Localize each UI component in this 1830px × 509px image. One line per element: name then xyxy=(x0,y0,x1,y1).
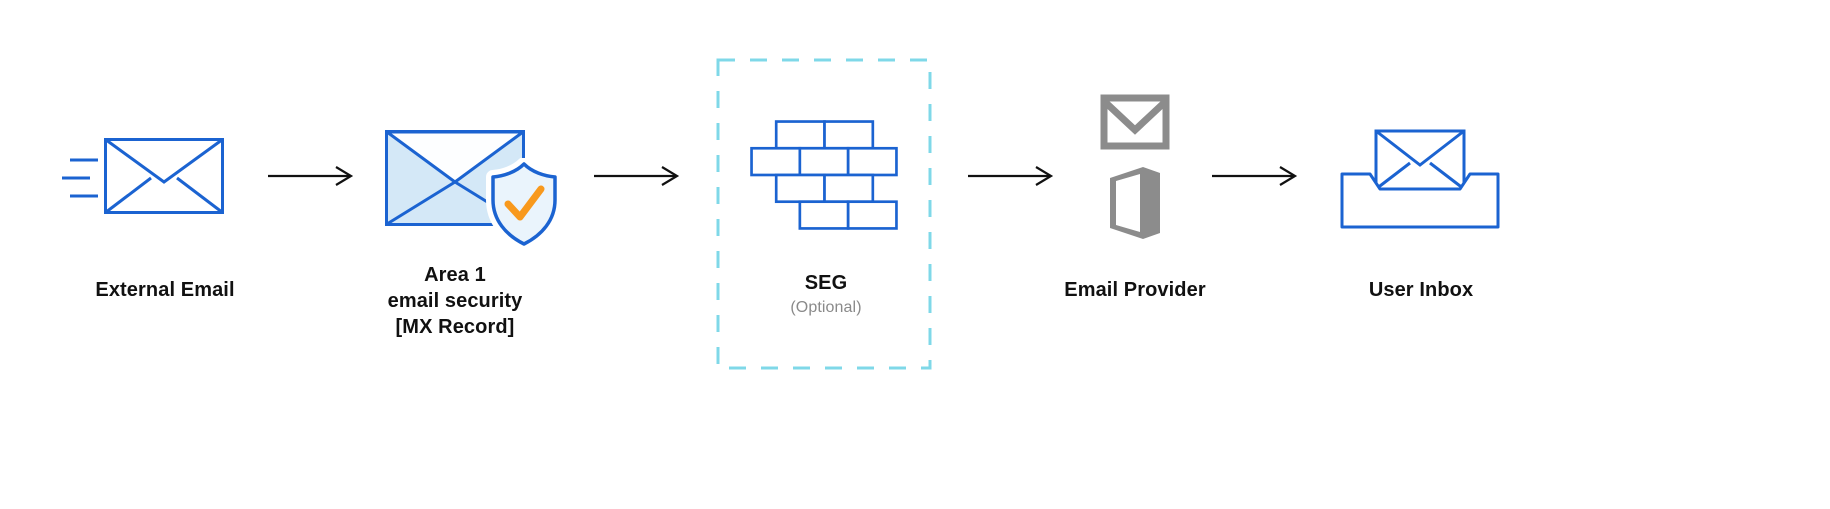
area1-label-line2: email security xyxy=(387,290,523,312)
seg-label: SEG xyxy=(804,272,848,294)
user-inbox-label: User Inbox xyxy=(1368,279,1474,301)
area1-label-line1: Area 1 xyxy=(424,264,486,286)
shield-check-icon xyxy=(482,158,566,254)
inbox-tray-icon xyxy=(1340,128,1500,230)
area1-label: Area 1 email security [MX Record] xyxy=(345,262,565,340)
area1-label-line3: [MX Record] xyxy=(395,316,515,338)
flow-arrow-icon xyxy=(266,164,354,188)
envelope-icon xyxy=(104,138,224,214)
speed-lines-icon xyxy=(60,140,100,216)
external-email-label: External Email xyxy=(95,279,235,301)
office-icon xyxy=(1103,166,1167,240)
flow-arrow-icon xyxy=(1210,164,1298,188)
seg-optional-label: (Optional) xyxy=(790,299,862,316)
optional-dashed-border xyxy=(716,58,932,370)
gmail-icon xyxy=(1100,94,1170,150)
email-provider-label: Email Provider xyxy=(1064,279,1206,301)
flow-arrow-icon xyxy=(592,164,680,188)
firewall-brick-wall-icon xyxy=(750,120,898,231)
seg-label-block: SEG (Optional) xyxy=(716,270,936,319)
flow-arrow-icon xyxy=(966,164,1054,188)
